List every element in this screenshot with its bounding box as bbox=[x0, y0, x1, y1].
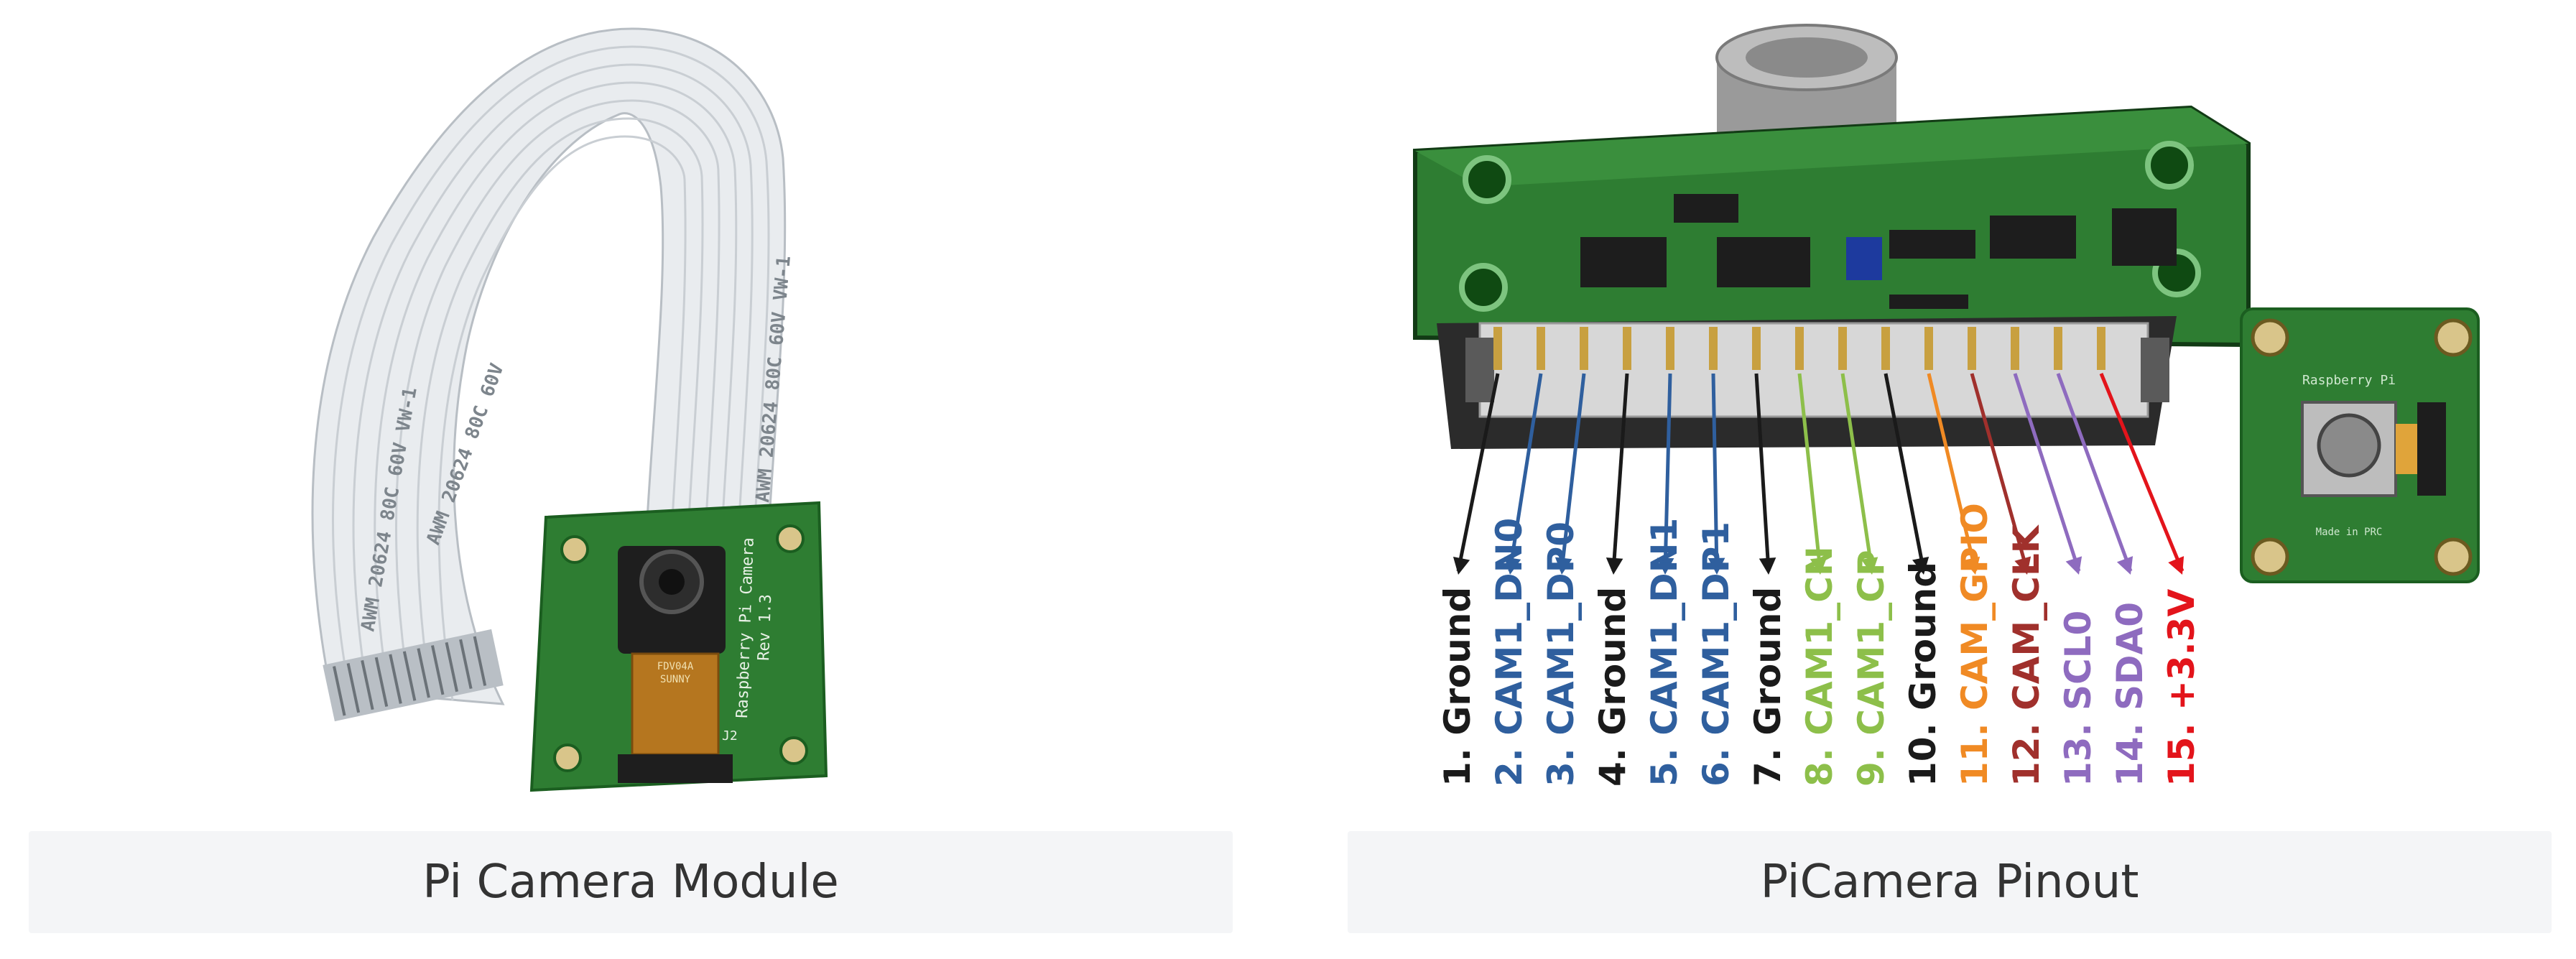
pin-label-6: 6. CAM1_DP1 bbox=[1695, 522, 1737, 787]
pin-label-3: 3. CAM1_DP0 bbox=[1540, 522, 1582, 787]
connector-pin-1 bbox=[1493, 327, 1502, 370]
pin-line-3 bbox=[1560, 373, 1586, 572]
connector-pin-8 bbox=[1795, 327, 1804, 370]
connector-pin-6 bbox=[1709, 327, 1718, 370]
pin-label-5: 5. CAM1_DN1 bbox=[1644, 518, 1685, 787]
connector-pin-11 bbox=[1924, 327, 1933, 370]
pin-line-5 bbox=[1663, 373, 1672, 572]
pin-line-1 bbox=[1456, 373, 1500, 572]
camera-module-illustration: AWM 20624 80C 60V VW-1 AWM 20624 80C 60V… bbox=[311, 27, 828, 792]
ribbon-connector bbox=[1437, 316, 2177, 449]
board-silkscreen-2: Rev 1.3 bbox=[755, 594, 775, 662]
connector-pin-9 bbox=[1838, 327, 1847, 370]
inset-camera-board: Raspberry Pi Made in PRC bbox=[2240, 307, 2480, 583]
cable-print-3: AWM 20624 80C 60V VW-1 bbox=[752, 255, 795, 504]
pin-arrowhead-9 bbox=[1861, 557, 1878, 575]
pin-label-10: 10. Ground bbox=[1902, 562, 1944, 787]
pin-line-7 bbox=[1754, 373, 1771, 572]
connector-pin-14 bbox=[2054, 327, 2062, 370]
pin-label-15: 15. +3.3V bbox=[2161, 589, 2202, 787]
board-connector bbox=[618, 754, 733, 783]
pin-arrowhead-14 bbox=[2116, 556, 2133, 575]
pin-arrowhead-6 bbox=[1708, 557, 1725, 575]
pin-arrowhead-15 bbox=[2168, 556, 2184, 575]
pin-arrowhead-7 bbox=[1759, 557, 1776, 575]
connector-pin-10 bbox=[1881, 327, 1890, 370]
pin-label-1: 1. Ground bbox=[1437, 587, 1478, 787]
ribbon-cable: AWM 20624 80C 60V VW-1 AWM 20624 80C 60V… bbox=[311, 27, 795, 722]
pin-line-12 bbox=[1970, 373, 2029, 572]
pin-line-11 bbox=[1927, 373, 1978, 572]
connector-pin-3 bbox=[1580, 327, 1588, 370]
connector-pin-5 bbox=[1666, 327, 1674, 370]
inset-lens-icon bbox=[2317, 413, 2381, 478]
pin-label-9: 9. CAM1_CP bbox=[1850, 550, 1892, 787]
pin-line-6 bbox=[1711, 373, 1719, 572]
connector-pin-15 bbox=[2097, 327, 2105, 370]
left-panel: AWM 20624 80C 60V VW-1 AWM 20624 80C 60V… bbox=[0, 0, 1264, 959]
pin-arrowhead-5 bbox=[1657, 557, 1674, 575]
camera-board-3d bbox=[1413, 105, 2251, 348]
caption-text: PiCamera Pinout bbox=[1760, 856, 2139, 909]
pin-line-10 bbox=[1884, 373, 1926, 572]
pin-arrowhead-1 bbox=[1453, 556, 1470, 575]
pin-arrowhead-3 bbox=[1555, 557, 1572, 575]
sensor-flex bbox=[631, 652, 720, 756]
pin-line-15 bbox=[2099, 373, 2184, 572]
pin-label-4: 4. Ground bbox=[1592, 587, 1634, 787]
pin-label-8: 8. CAM1_CN bbox=[1799, 546, 1840, 787]
caption-picamera-pinout: PiCamera Pinout bbox=[1348, 831, 2552, 933]
connector-pin-12 bbox=[1968, 327, 1976, 370]
connector-pin-2 bbox=[1537, 327, 1545, 370]
camera-board: FDV04A SUNNY Raspberry Pi Camera Rev 1.3… bbox=[529, 501, 828, 792]
pin-label-11: 11. CAM_GPIO bbox=[1954, 503, 1996, 787]
connector-pin-4 bbox=[1623, 327, 1631, 370]
caption-pi-camera-module: Pi Camera Module bbox=[29, 831, 1233, 933]
inset-silkscreen-1: Raspberry Pi bbox=[2302, 373, 2396, 388]
pin-line-2 bbox=[1508, 373, 1543, 572]
connector-label: J2 bbox=[722, 728, 738, 743]
pin-line-4 bbox=[1611, 373, 1629, 572]
pin-arrowhead-4 bbox=[1606, 557, 1623, 575]
connector-pin-7 bbox=[1752, 327, 1761, 370]
pin-line-14 bbox=[2056, 373, 2133, 572]
pin-line-8 bbox=[1797, 373, 1822, 572]
pin-label-2: 2. CAM1_DN0 bbox=[1488, 518, 1530, 787]
pin-arrowhead-12 bbox=[2014, 556, 2031, 575]
sensor-text-2: SUNNY bbox=[660, 674, 691, 685]
pin-label-14: 14. SDA0 bbox=[2109, 602, 2151, 787]
connector-pin-13 bbox=[2011, 327, 2019, 370]
blue-component bbox=[1846, 237, 1882, 280]
pin-label-12: 12. CAM_CLK bbox=[2006, 524, 2047, 787]
pin-label-7: 7. Ground bbox=[1747, 587, 1789, 787]
sensor-text-1: FDV04A bbox=[657, 661, 694, 672]
inset-silkscreen-2: Made in PRC bbox=[2316, 527, 2383, 538]
pin-arrowhead-2 bbox=[1504, 557, 1521, 575]
caption-text: Pi Camera Module bbox=[422, 856, 839, 909]
pin-line-13 bbox=[2013, 373, 2081, 572]
pin-line-9 bbox=[1840, 373, 1874, 572]
lens-top bbox=[1715, 24, 1898, 151]
pin-label-13: 13. SCL0 bbox=[2057, 611, 2099, 787]
pin-arrowhead-13 bbox=[2065, 556, 2082, 575]
pin-arrowhead-11 bbox=[1963, 556, 1980, 575]
pin-arrowhead-8 bbox=[1810, 557, 1827, 575]
pin-arrowhead-10 bbox=[1912, 557, 1929, 575]
